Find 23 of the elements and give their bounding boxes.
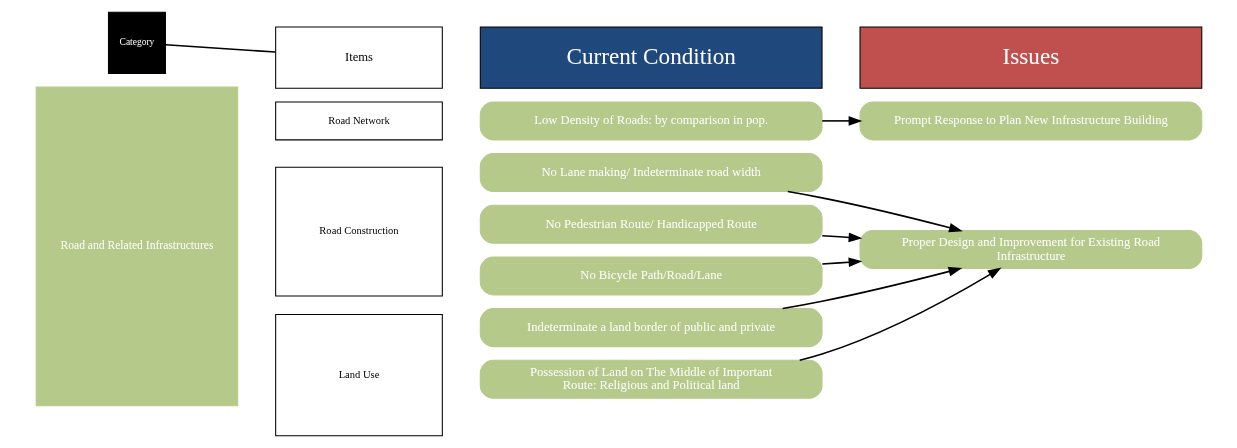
node-box: Prompt Response to Plan New Infrastructure Building: [859, 101, 1202, 141]
node-box: No Bicycle Path/Road/Lane: [479, 256, 823, 296]
arrow: [786, 190, 963, 233]
node-box: Road Network: [274, 101, 443, 141]
node-box: Issues: [859, 26, 1202, 89]
node-box: Road and Related Infrastructures: [35, 86, 238, 407]
node-box: Current Condition: [479, 26, 823, 89]
arrow: [820, 257, 862, 268]
node-box: Indeterminate a land border of public and private: [479, 308, 823, 348]
node-box: Land Use: [274, 313, 443, 437]
arrow: [798, 267, 1002, 362]
node-box: Road Construction: [274, 166, 443, 297]
node-box: Proper Design and Improvement for Existing Road Infrastructure: [859, 230, 1202, 270]
arrow: [781, 266, 962, 310]
connector: [164, 43, 276, 53]
node-box: Items: [274, 26, 443, 89]
node-box: Low Density of Roads: by comparison in pop.: [479, 101, 823, 141]
arrow: [820, 232, 862, 243]
node-box: No Lane making/ Indeterminate road width: [479, 153, 823, 193]
arrow: [820, 116, 862, 126]
node-box: Possession of Land on The Middle of Important Route: Religious and Political land: [479, 359, 823, 399]
node-box: No Pedestrian Route/ Handicapped Route: [479, 204, 823, 244]
node-box: Category: [107, 11, 166, 74]
